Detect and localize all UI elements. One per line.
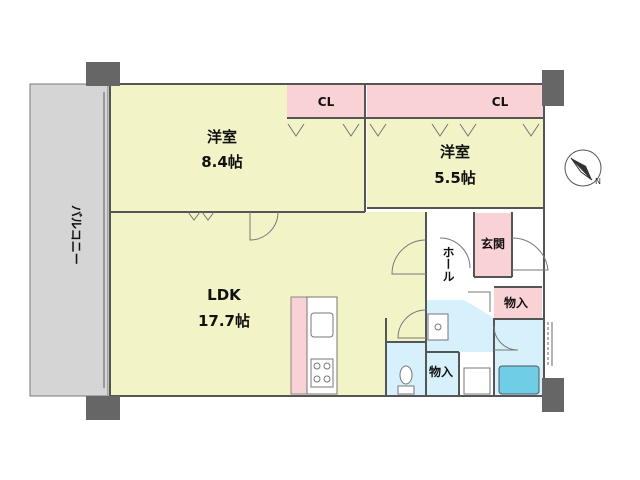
kitchen-counter xyxy=(290,296,308,395)
closet-2 xyxy=(367,84,457,118)
balcony-label: バルコニー xyxy=(69,205,83,265)
closet-1 xyxy=(287,84,365,118)
entrance-label: 玄関 xyxy=(481,236,505,251)
storage-1-area xyxy=(494,287,542,319)
compass-north-icon: N xyxy=(564,149,602,187)
ldk-size: 17.7帖 xyxy=(198,312,250,330)
stove-burners xyxy=(310,358,334,388)
wash-basin xyxy=(427,313,449,341)
western-room-1-name: 洋室 xyxy=(207,128,237,146)
hall-label: ホール xyxy=(441,246,455,282)
pillars xyxy=(86,62,564,420)
door-swings xyxy=(187,211,553,366)
closet-2-label: CL xyxy=(492,95,509,109)
closet-doors xyxy=(287,123,540,137)
toilet-fixture xyxy=(397,365,415,395)
bathtub xyxy=(498,365,540,395)
western-room-1-size: 8.4帖 xyxy=(201,153,243,171)
western-room-2-size: 5.5帖 xyxy=(434,169,476,187)
balcony-area xyxy=(29,83,109,397)
closet-3 xyxy=(457,84,544,118)
closet-1-label: CL xyxy=(318,95,335,109)
western-room-2-name: 洋室 xyxy=(440,143,470,161)
ldk-name: LDK xyxy=(207,286,242,304)
kitchen-sink xyxy=(310,312,334,338)
storage-2-label: 物入 xyxy=(429,364,453,379)
washer-space xyxy=(463,367,491,395)
entrance-area xyxy=(474,213,512,277)
storage-1-label: 物入 xyxy=(504,295,528,310)
svg-text:N: N xyxy=(595,177,601,186)
walls xyxy=(109,83,545,397)
ldk-area xyxy=(110,212,425,396)
